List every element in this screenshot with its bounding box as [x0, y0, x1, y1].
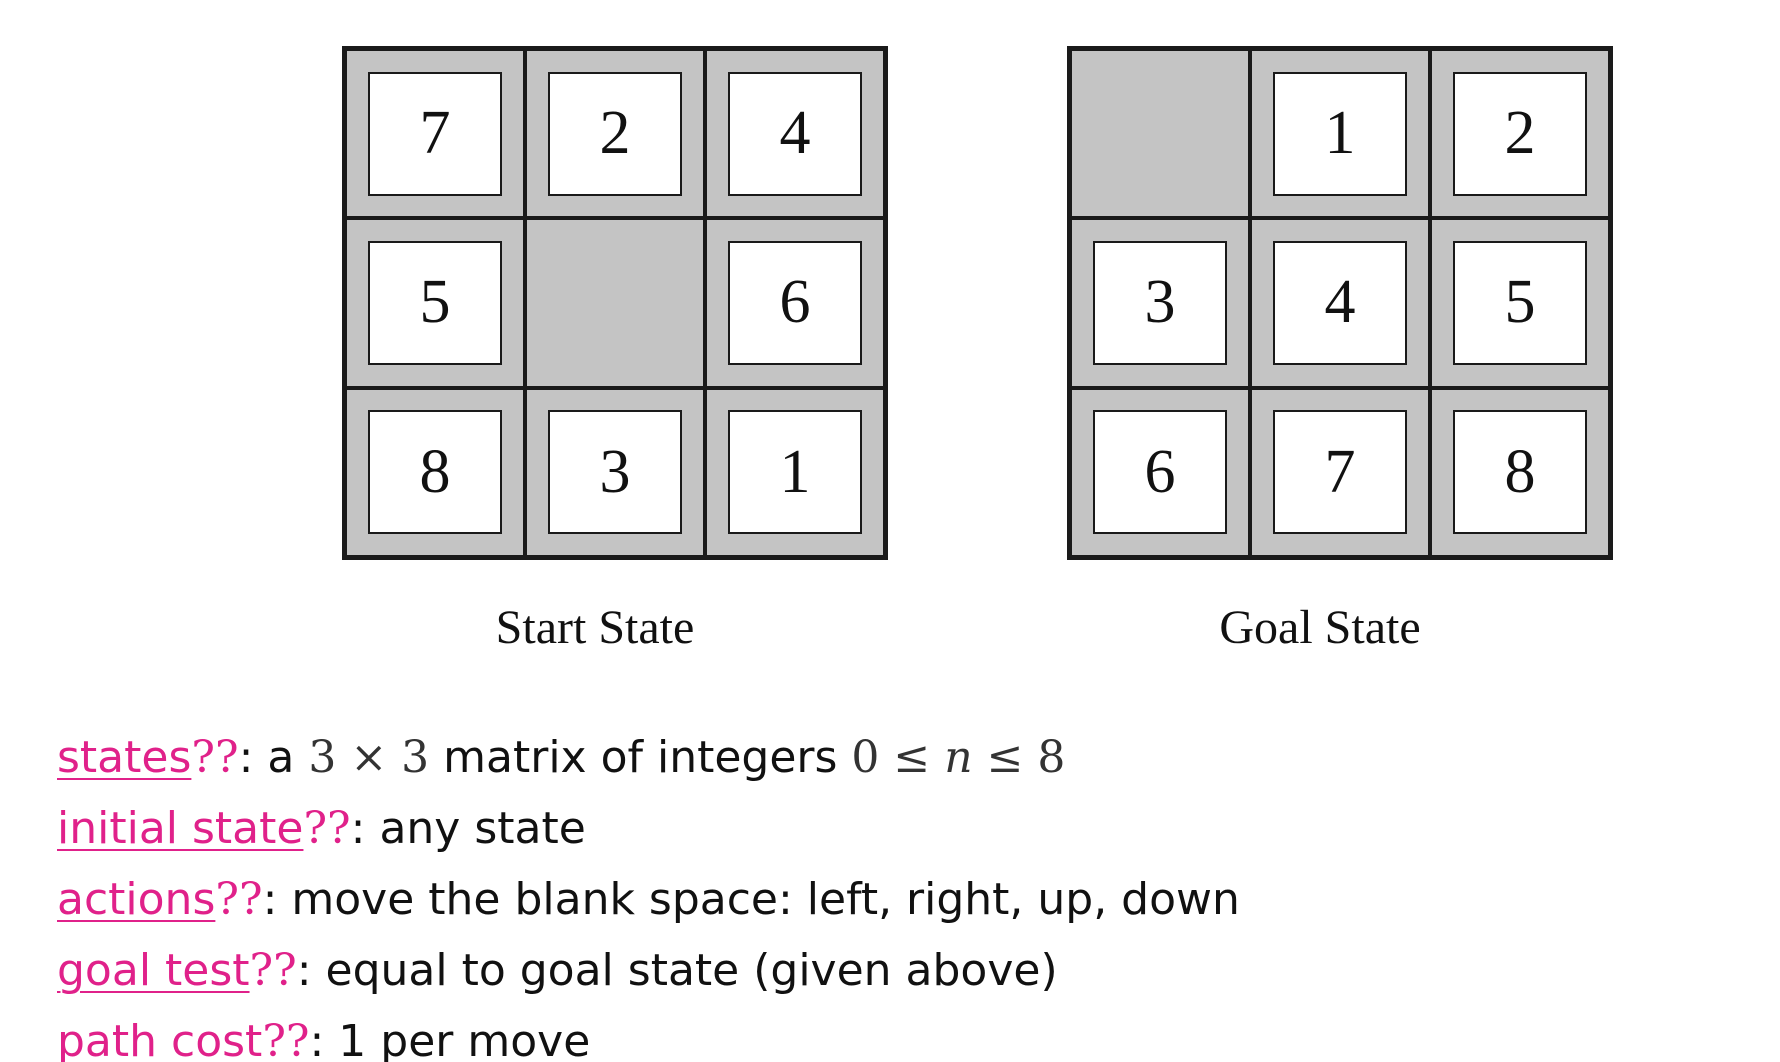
term-initial-state-link[interactable]: initial state: [57, 803, 304, 854]
qmark: ??: [303, 803, 351, 854]
def-goal-test: goal test??: equal to goal state (given …: [57, 935, 1557, 1006]
start-cell: 6: [705, 218, 885, 388]
problem-definitions: states??: a 3 × 3 matrix of integers 0 ≤…: [57, 722, 1557, 1062]
qmark: ??: [215, 874, 263, 925]
start-tile: 2: [548, 71, 682, 196]
qmark: ??: [191, 732, 239, 783]
start-tile: 7: [368, 71, 502, 196]
def-states: states??: a 3 × 3 matrix of integers 0 ≤…: [57, 722, 1557, 793]
qmark: ??: [249, 945, 297, 996]
goal-tile: 2: [1453, 71, 1587, 196]
def-text: : 1 per move: [309, 1016, 591, 1062]
def-text: matrix of integers: [429, 732, 852, 783]
goal-cell: 7: [1250, 387, 1430, 557]
start-tile: 3: [548, 410, 682, 535]
start-cell: 7: [345, 49, 525, 219]
goal-cell: 4: [1250, 218, 1430, 388]
start-tile: 1: [728, 410, 862, 535]
goal-state-board: 1 2 3 4 5 6 7 8: [1067, 46, 1613, 560]
goal-cell: 2: [1430, 49, 1610, 219]
start-cell: 4: [705, 49, 885, 219]
def-text: : any state: [350, 803, 586, 854]
math-dims: 3 × 3: [308, 732, 430, 783]
start-cell: 2: [525, 49, 705, 219]
term-states-link[interactable]: states: [57, 732, 192, 783]
math-var: n: [944, 732, 973, 783]
goal-tile: 5: [1453, 240, 1587, 365]
start-tile: 8: [368, 410, 502, 535]
term-goal-test-link[interactable]: goal test: [57, 945, 250, 996]
goal-tile: 8: [1453, 410, 1587, 535]
def-initial-state: initial state??: any state: [57, 793, 1557, 864]
qmark: ??: [262, 1016, 310, 1062]
start-cell: 1: [705, 387, 885, 557]
start-tile: 6: [728, 240, 862, 365]
def-text: : equal to goal state (given above): [296, 945, 1058, 996]
start-cell: 5: [345, 218, 525, 388]
def-colon: :: [238, 732, 254, 783]
goal-tile: 1: [1273, 71, 1407, 196]
goal-cell: 3: [1070, 218, 1250, 388]
goal-state-caption: Goal State: [1219, 601, 1421, 654]
def-text: a: [253, 732, 309, 783]
term-actions-link[interactable]: actions: [57, 874, 216, 925]
goal-tile: 7: [1273, 410, 1407, 535]
start-tile: 4: [728, 71, 862, 196]
def-actions: actions??: move the blank space: left, r…: [57, 864, 1557, 935]
term-path-cost-link[interactable]: path cost: [57, 1016, 263, 1062]
start-cell: 3: [525, 387, 705, 557]
math-upper: ≤ 8: [972, 732, 1066, 783]
math-lower: 0 ≤: [851, 732, 945, 783]
def-path-cost: path cost??: 1 per move: [57, 1006, 1557, 1062]
start-cell: 8: [345, 387, 525, 557]
start-blank-cell: [525, 218, 705, 388]
goal-blank-cell: [1070, 49, 1250, 219]
start-tile: 5: [368, 240, 502, 365]
start-state-caption: Start State: [495, 601, 695, 654]
start-state-board: 7 2 4 5 6 8 3 1: [342, 46, 888, 560]
goal-cell: 1: [1250, 49, 1430, 219]
goal-cell: 8: [1430, 387, 1610, 557]
goal-tile: 6: [1093, 410, 1227, 535]
def-text: : move the blank space: left, right, up,…: [262, 874, 1240, 925]
goal-cell: 6: [1070, 387, 1250, 557]
goal-tile: 4: [1273, 240, 1407, 365]
goal-tile: 3: [1093, 240, 1227, 365]
goal-cell: 5: [1430, 218, 1610, 388]
